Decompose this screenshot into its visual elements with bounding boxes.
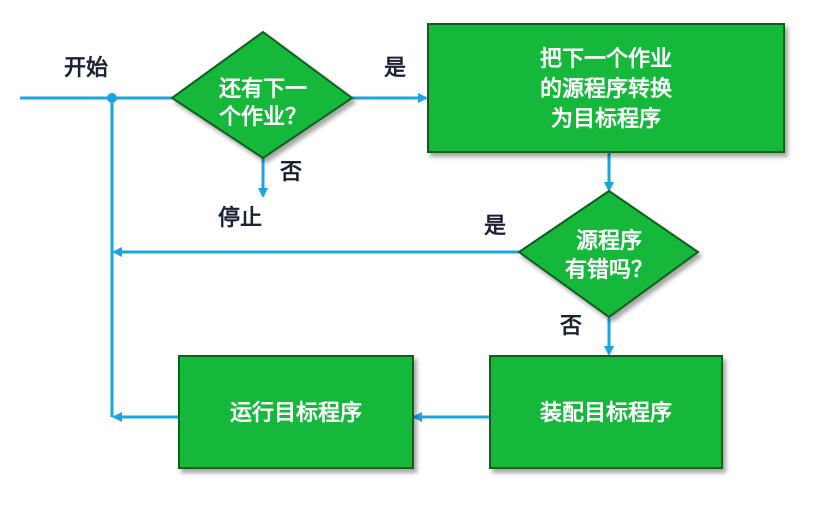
process-load bbox=[489, 355, 723, 469]
decision-next-job-line1: 还有下一 bbox=[218, 76, 307, 102]
no-label-2: 否 bbox=[560, 314, 583, 339]
junction-dot bbox=[107, 93, 117, 103]
start-label: 开始 bbox=[64, 56, 109, 81]
process-translate-line1: 把下一个作业 bbox=[540, 46, 672, 72]
decision-has-error-line2: 有错吗？ bbox=[565, 257, 653, 283]
process-translate-line2: 的源程序转换 bbox=[540, 76, 673, 102]
process-translate-line3: 为目标程序 bbox=[551, 106, 661, 132]
no-label-1: 否 bbox=[280, 160, 303, 185]
decision-has-error bbox=[517, 189, 700, 319]
yes-label-2: 是 bbox=[484, 214, 507, 239]
decision-next-job-line2: 个作业？ bbox=[219, 105, 307, 130]
process-run bbox=[178, 355, 414, 469]
process-run-label: 运行目标程序 bbox=[230, 400, 362, 426]
decision-has-error-line1: 源程序 bbox=[576, 228, 642, 254]
stop-label: 停止 bbox=[218, 206, 263, 231]
yes-label-1: 是 bbox=[384, 56, 407, 81]
decision-next-job bbox=[170, 30, 354, 160]
process-translate bbox=[427, 23, 785, 153]
process-load-label: 装配目标程序 bbox=[540, 400, 672, 426]
